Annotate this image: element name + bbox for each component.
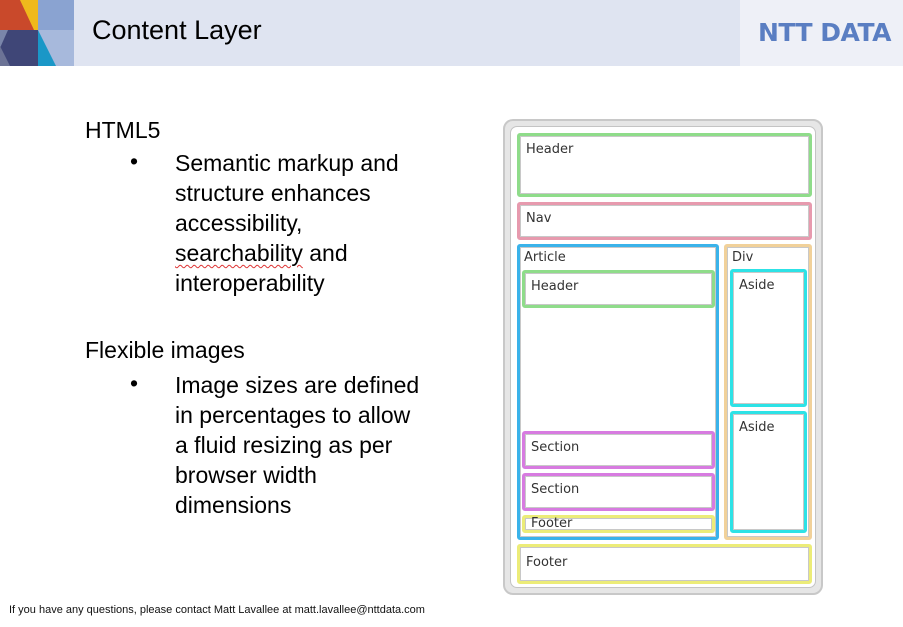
section-heading-flexible-images: Flexible images (85, 337, 245, 363)
bullet-line: searchability and (175, 238, 475, 268)
bullet-line: Image sizes are defined (175, 372, 420, 398)
diagram-label: Section (531, 440, 580, 455)
bullet-line: accessibility, (175, 210, 303, 236)
bullet-line: interoperability (175, 270, 325, 296)
diagram-footer-box: Footer (517, 544, 812, 584)
corner-graphic-icon (0, 0, 74, 66)
slide-title: Content Layer (92, 15, 262, 45)
brand-logo-area: NTT DATA (740, 0, 903, 66)
decorative-logo-block (0, 0, 74, 66)
diagram-label: Header (531, 279, 579, 294)
diagram-header-box: Header (517, 133, 812, 197)
diagram-label: Div (732, 250, 754, 265)
diagram-article-footer-box: Footer (522, 515, 715, 533)
bullet-line: Semantic markup and (175, 150, 399, 176)
diagram-label: Section (531, 482, 580, 497)
misspelled-word[interactable]: searchability (175, 240, 303, 266)
bullet-line-tail: and (302, 240, 348, 266)
contact-footer-note: If you have any questions, please contac… (9, 604, 425, 616)
diagram-article-box: Article Header Section Section Footer (517, 244, 719, 540)
diagram-article-header-box: Header (522, 270, 715, 308)
diagram-label: Aside (739, 420, 775, 435)
diagram-aside-box: Aside (730, 269, 807, 407)
bullet-line: dimensions (175, 492, 292, 518)
bullet-marker: • (130, 370, 139, 396)
diagram-label: Nav (526, 211, 552, 226)
ntt-data-logo: NTT DATA (758, 18, 891, 47)
diagram-frame: Header Nav Article Header Section Sectio… (510, 126, 816, 588)
bullet-text-semantic-markup: Semantic markup and structure enhances a… (175, 148, 475, 298)
diagram-section-box: Section (522, 431, 715, 469)
section-heading-html5: HTML5 (85, 117, 161, 143)
diagram-div-box: Div Aside Aside (724, 244, 812, 540)
diagram-label: Article (524, 250, 566, 265)
html5-layout-diagram: Header Nav Article Header Section Sectio… (503, 119, 823, 595)
diagram-aside-box: Aside (730, 411, 807, 533)
bullet-line: in percentages to allow (175, 402, 411, 428)
diagram-label: Aside (739, 278, 775, 293)
diagram-section-box: Section (522, 473, 715, 511)
diagram-label: Footer (531, 516, 573, 531)
bullet-marker: • (130, 148, 139, 174)
bullet-line: browser width (175, 462, 317, 488)
diagram-label: Header (526, 142, 574, 157)
bullet-line: structure enhances (175, 180, 371, 206)
diagram-nav-box: Nav (517, 202, 812, 240)
bullet-line: a fluid resizing as per (175, 432, 393, 458)
diagram-label: Footer (526, 555, 568, 570)
bullet-text-image-sizes: Image sizes are defined in percentages t… (175, 370, 475, 520)
